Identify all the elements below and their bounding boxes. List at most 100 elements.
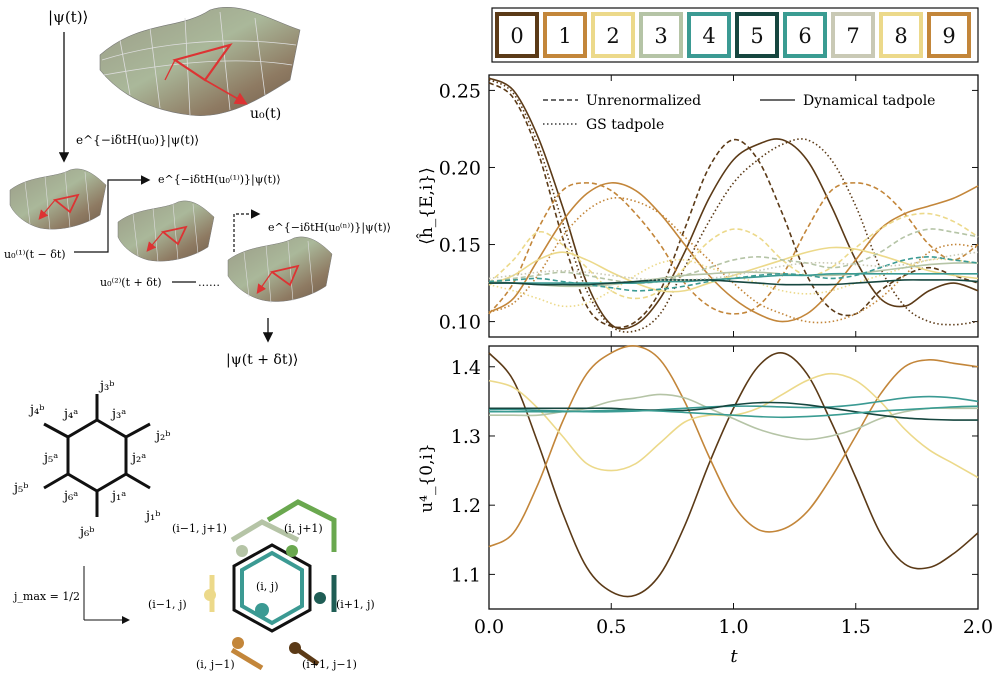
color-key-box-2	[591, 12, 635, 58]
flow-connector-3	[233, 209, 261, 252]
ytick-label: 0.20	[439, 157, 481, 179]
color-key-box-6	[783, 12, 827, 58]
series-line-4	[488, 182, 979, 323]
series-line-5	[488, 196, 979, 324]
chart-bottom-series	[488, 344, 979, 598]
color-key-label-8: 8	[894, 24, 907, 48]
color-key-label-3: 3	[654, 24, 667, 48]
label-j2b: j₂ᵇ	[154, 429, 170, 444]
ytick-label: 1.1	[451, 564, 481, 586]
evolve-label-n: e^{−iδtH(u₀⁽ⁿ⁾)}|ψ(t)⟩	[268, 221, 391, 235]
color-key-box-1	[543, 12, 587, 58]
legend-dotted-label: GS tadpole	[586, 117, 664, 133]
energy-surface-2	[9, 168, 107, 231]
label-j1a: j₁ᵃ	[110, 489, 126, 504]
u0-t-label: u₀(t)	[250, 106, 281, 122]
legend-dashed-label: Unrenormalized	[586, 93, 701, 109]
series-line-12	[488, 272, 978, 284]
u0-1-label: u₀⁽¹⁾(t − δt)	[4, 248, 66, 261]
xtick-label: 0.0	[474, 616, 504, 638]
series-line-3	[488, 182, 979, 315]
spin-center	[255, 603, 269, 617]
color-key-box-7	[831, 12, 875, 58]
label-j4a: j₄ᵃ	[62, 407, 78, 422]
chart-top-ylabel: ⟨ĥ_{E,i}⟩	[416, 167, 437, 245]
evolve-label-1: e^{−iδtH(u₀)}|ψ(t)⟩	[76, 133, 199, 147]
series-line-2	[488, 78, 979, 333]
series-line-0	[488, 352, 979, 598]
color-key-box-8	[879, 12, 923, 58]
color-key-label-7: 7	[846, 24, 859, 48]
jmax-label: j_max = 1/2	[12, 590, 80, 603]
schematic-panel: |ψ(t)⟩ u₀(t) e^{−iδtH(u₀)}|ψ(t)⟩ u₀⁽¹⁾(t…	[4, 6, 391, 368]
lattice-e-label: (i+1, j)	[336, 598, 375, 611]
color-key-box-4	[687, 12, 731, 58]
color-key-frame	[491, 7, 979, 63]
label-j5b: j₅ᵇ	[12, 481, 28, 496]
series-line-3	[489, 393, 978, 441]
chart-bottom-frame	[488, 345, 979, 610]
lattice-se-label: (i+1, j−1)	[302, 658, 357, 671]
ytick-label: 0.10	[439, 312, 481, 334]
series-line-5	[488, 401, 979, 421]
hexagon-outline	[66, 418, 128, 493]
spin-neighbor-e	[314, 592, 326, 604]
ytick-label: 0.25	[439, 80, 481, 102]
label-j3a: j₃ᵃ	[110, 407, 126, 422]
chart-bottom-xlabel: t	[730, 646, 738, 667]
u0-2-label: u₀⁽²⁾(t + δt)	[100, 276, 162, 289]
ellipsis: ……	[198, 276, 220, 289]
color-key-box-3	[639, 12, 683, 58]
label-j4b: j₄ᵇ	[28, 403, 44, 418]
color-key-label-1: 1	[558, 24, 571, 48]
chart-bottom-ylabel: u⁴_{0,i}	[417, 443, 437, 513]
xtick-label: 2.0	[963, 616, 993, 638]
series-line-9	[488, 228, 979, 284]
lattice-center-hex	[240, 550, 304, 626]
series-line-6	[488, 212, 979, 300]
lattice-panel: (i, j) (i−1, j+1) (i, j+1) (i−1, j) (i+1…	[148, 499, 375, 671]
lattice-nw-label: (i−1, j+1)	[172, 522, 227, 535]
ytick-label: 1.2	[451, 495, 481, 517]
color-key-label-4: 4	[702, 24, 715, 48]
label-j1b: j₁ᵇ	[144, 509, 160, 524]
label-j6a: j₆ᵃ	[62, 489, 78, 504]
series-line-2	[488, 372, 979, 479]
ytick-label: 1.4	[451, 357, 481, 379]
lattice-sw-label: (i, j−1)	[196, 658, 235, 671]
energy-surface-1	[99, 6, 301, 116]
color-key-box-0	[495, 12, 539, 58]
label-j2a: j₂ᵃ	[130, 451, 146, 466]
chart-top-yticks: 0.100.150.200.25	[439, 75, 979, 337]
series-line-10	[488, 262, 979, 288]
label-j5a: j₅ᵃ	[42, 451, 58, 466]
xtick-label: 1.5	[841, 616, 871, 638]
xtick-label: 1.0	[718, 616, 748, 638]
lattice-center-label: (i, j)	[256, 580, 279, 593]
color-key-label-0: 0	[510, 24, 523, 48]
color-key-label-9: 9	[942, 24, 955, 48]
flow-connector-1	[74, 175, 151, 253]
hexagon-panel: j₁ᵇ j₂ᵇ j₃ᵇ j₄ᵇ j₅ᵇ j₆ᵇ j₁ᵃ j₂ᵃ j₃ᵃ j₄ᵃ …	[12, 379, 170, 624]
color-key-label-5: 5	[750, 24, 763, 48]
label-j3b: j₃ᵇ	[98, 379, 114, 394]
series-line-1	[488, 77, 979, 330]
series-line-1	[488, 344, 979, 548]
series-line-14	[488, 251, 979, 281]
evolve-label-2: e^{−iδtH(u₀⁽¹⁾)}|ψ(t)⟩	[158, 173, 281, 187]
style-legend: Unrenormalized Dynamical tadpole GS tadp…	[543, 93, 935, 133]
series-line-0	[488, 81, 979, 329]
color-key-box-9	[927, 12, 971, 58]
series-line-6	[488, 405, 979, 419]
legend-solid-label: Dynamical tadpole	[803, 93, 935, 109]
chart-top-series	[488, 77, 979, 333]
series-line-8	[488, 258, 979, 308]
psi-t-label: |ψ(t)⟩	[48, 8, 88, 26]
spin-neighbor-ne	[286, 545, 298, 557]
spin-neighbor-sw	[232, 637, 244, 649]
energy-surface-4	[227, 236, 333, 304]
color-key-box-5	[735, 12, 779, 58]
